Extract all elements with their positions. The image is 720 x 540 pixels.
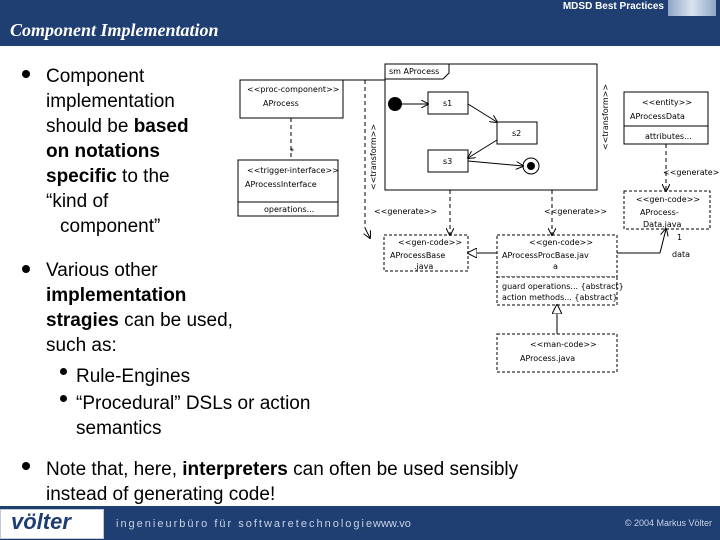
transform-label-1: <<transform>> bbox=[369, 124, 378, 190]
aprocess-interface-box bbox=[237, 159, 339, 203]
aprocess-java-box bbox=[496, 333, 618, 373]
entity-box bbox=[623, 91, 709, 127]
state-machine-tab bbox=[384, 63, 450, 80]
bullet-3: Note that, here, interpreters can often … bbox=[46, 457, 686, 507]
man-code-name: AProcess.java bbox=[520, 354, 575, 363]
bullet-1: Component implementation should be based… bbox=[46, 64, 246, 239]
gen-code-name-2-line-1: AProcessProcBase.jav bbox=[502, 251, 589, 260]
aprocess-procbase-box bbox=[496, 234, 618, 278]
subbullet-dot-2 bbox=[60, 395, 67, 402]
bullet-dot-1 bbox=[22, 70, 30, 78]
proc-component-stereotype: <<proc-component>> bbox=[247, 85, 339, 94]
bullet-3-text-2: can often be used sensibly bbox=[287, 459, 519, 480]
bullet-1-line-6: “kind of bbox=[46, 191, 109, 212]
bullet-2-bold-3: stragies bbox=[46, 310, 119, 331]
generate-label-1: <<generate>> bbox=[374, 207, 437, 216]
bullet-1-line-5: specific to the bbox=[46, 164, 246, 189]
aprocess-box bbox=[239, 79, 344, 119]
bullet-1-text-5: to the bbox=[116, 166, 170, 187]
bullet-1-line-2: implementation bbox=[46, 91, 175, 112]
transform-label-2: <<transform>> bbox=[601, 84, 610, 150]
bullet-3-line-1: Note that, here, interpreters can often … bbox=[46, 457, 686, 482]
subbullet-2-line-2: semantics bbox=[76, 418, 162, 439]
gen-code-name-3-line-1: AProcess- bbox=[640, 208, 679, 217]
gen-code-name-2-line-2: a bbox=[553, 262, 558, 271]
top-bar: MDSD Best Practices bbox=[0, 0, 720, 16]
bullet-1-bold-3: based bbox=[133, 116, 189, 137]
bullet-2-bold-2: implementation bbox=[46, 285, 187, 306]
bullet-2-line-3: stragies can be used, bbox=[46, 308, 346, 333]
initial-state bbox=[388, 97, 402, 111]
top-label: MDSD Best Practices bbox=[562, 1, 664, 12]
slide-title: Component Implementation bbox=[10, 20, 219, 40]
bullet-3-bold-1: interpreters bbox=[182, 459, 288, 480]
subbullet-1: Rule-Engines bbox=[76, 366, 191, 387]
guard-ops-label: guard operations... {abstract} bbox=[502, 282, 624, 291]
bullet-2: Various other implementation stragies ca… bbox=[46, 258, 346, 358]
aprocess-data-java-box bbox=[623, 190, 711, 230]
aprocess-base-box bbox=[383, 234, 469, 272]
subbullet-2-line-1: “Procedural” DSLs or action bbox=[76, 393, 311, 414]
brand-logo: völter bbox=[0, 509, 104, 539]
bullet-1-line-7: component” bbox=[60, 216, 161, 237]
state-s2 bbox=[496, 121, 538, 145]
gen-code-name-3-line-2: Data.java bbox=[643, 220, 682, 229]
subbullet-dot-1 bbox=[60, 368, 67, 375]
data-label: data bbox=[672, 250, 690, 259]
entity-stereotype: <<entity>> bbox=[642, 98, 692, 107]
state-s3-label: s3 bbox=[443, 157, 452, 166]
bullet-1-line-1: Component bbox=[46, 66, 145, 87]
man-code-stereotype: <<man-code>> bbox=[530, 340, 597, 349]
footer-tagline: ingenieurbüro für softwaretechnologie bbox=[116, 518, 375, 530]
brand-text: völter bbox=[11, 509, 71, 534]
bullet-1-bold-5: specific bbox=[46, 166, 117, 187]
bullet-2-text-3: can be used, bbox=[118, 310, 233, 331]
attributes-label: attributes... bbox=[645, 132, 692, 141]
star-label: * bbox=[290, 147, 294, 156]
trigger-interface-stereotype: <<trigger-interface>> bbox=[247, 166, 339, 175]
bullet-2-line-4: such as: bbox=[46, 335, 117, 356]
bullet-2-line-2: implementation bbox=[46, 283, 346, 308]
procbase-compartment bbox=[496, 276, 618, 306]
state-s2-label: s2 bbox=[512, 129, 521, 138]
bullet-1-text-3: should be bbox=[46, 116, 134, 137]
aprocess-interface-name: AProcessInterface bbox=[245, 180, 317, 189]
final-state-inner bbox=[527, 162, 535, 170]
bullet-dot-2 bbox=[22, 265, 30, 273]
state-machine-frame bbox=[384, 63, 598, 191]
aprocess-data-name: AProcessData bbox=[630, 112, 685, 121]
bullet-1-bold-4: on notations bbox=[46, 141, 160, 162]
operations-label: operations... bbox=[264, 205, 314, 214]
footer: völter ingenieurbüro für softwaretechnol… bbox=[0, 506, 720, 540]
state-s1-label: s1 bbox=[443, 99, 452, 108]
bullet-2-line-1: Various other bbox=[46, 260, 158, 281]
title-bar: Component Implementation bbox=[0, 16, 720, 48]
operations-compartment bbox=[237, 201, 339, 217]
bullet-dot-3 bbox=[22, 462, 30, 470]
aprocess-name: AProcess bbox=[263, 99, 299, 108]
gen-code-stereotype-3: <<gen-code>> bbox=[636, 195, 700, 204]
generate-label-2: <<generate>> bbox=[544, 207, 607, 216]
one-label: 1 bbox=[677, 233, 682, 242]
footer-web: www.vo bbox=[373, 518, 411, 530]
bullet-1-line-3: should be based bbox=[46, 114, 246, 139]
sm-label: sm AProcess bbox=[389, 67, 439, 76]
gen-code-stereotype-2: <<gen-code>> bbox=[529, 238, 593, 247]
gen-code-stereotype-1: <<gen-code>> bbox=[398, 238, 462, 247]
bullet-3-text-1: Note that, here, bbox=[46, 459, 183, 480]
action-methods-label: action methods... {abstract} bbox=[502, 293, 618, 302]
subbullet-2: “Procedural” DSLs or action semantics bbox=[76, 391, 376, 441]
bullet-3-line-2: instead of generating code! bbox=[46, 484, 276, 505]
footer-copyright: © 2004 Markus Völter bbox=[624, 518, 712, 528]
generate-label-3: <<generate>> bbox=[663, 168, 720, 177]
gen-code-name-1-line-1: AProcessBase bbox=[390, 251, 445, 260]
bullet-1-line-4: on notations bbox=[46, 139, 246, 164]
gen-code-name-1-line-2: .java bbox=[414, 262, 433, 271]
header-graphic bbox=[668, 0, 716, 16]
